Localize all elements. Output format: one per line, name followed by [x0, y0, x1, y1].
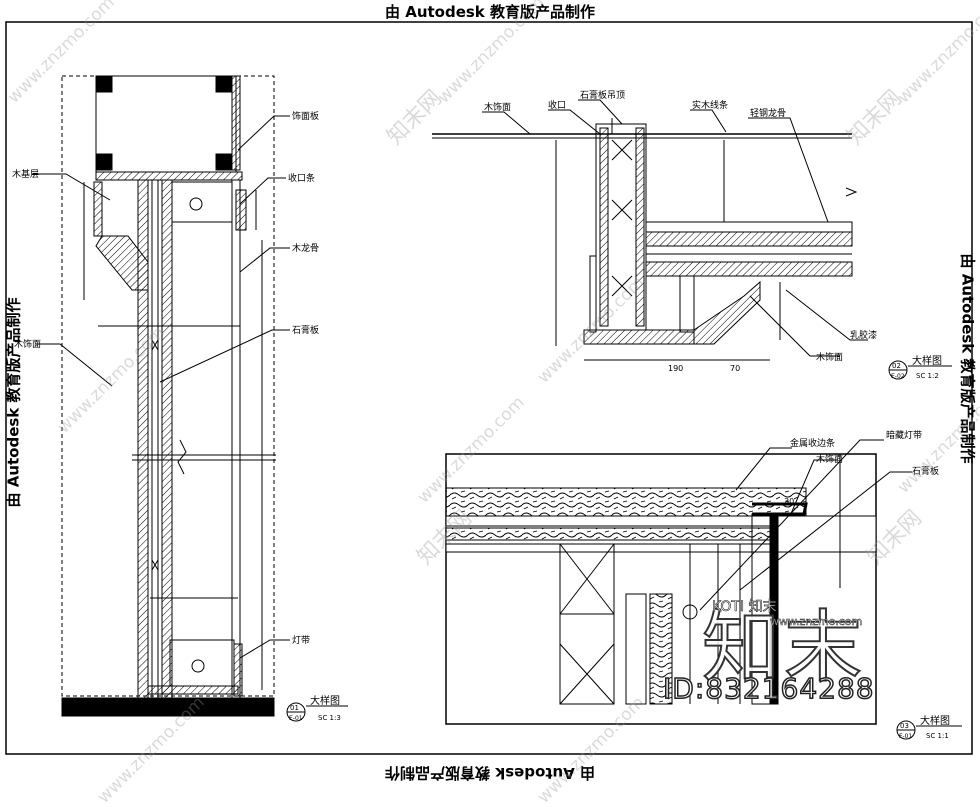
detail-02-title: 02 E-02 大样图 SC 1:2	[888, 354, 952, 380]
svg-text:木饰面: 木饰面	[816, 453, 843, 465]
detail-02-annotations: 木饰面 收口 石膏板吊顶 实木线条 轻钢龙骨 乳胶漆 木饰面 190 70	[484, 89, 877, 373]
svg-text:实木线条: 实木线条	[692, 99, 728, 111]
detail-03-title: 03 F-01 大样图 SC 1:1	[896, 714, 962, 740]
svg-text:木龙骨: 木龙骨	[292, 242, 319, 254]
svg-text:灯带: 灯带	[292, 635, 310, 646]
watermark-logo-url: www.znzmo.com	[770, 615, 863, 629]
watermark-logo-small: KOTI 知末	[712, 599, 777, 616]
d02-dim-right: 70	[730, 364, 740, 373]
detail-02-heading: 大样图	[912, 354, 942, 367]
detail-01-sheet: E-01	[289, 715, 303, 722]
detail-02-scale: SC 1:2	[916, 372, 939, 380]
detail-01-number: 01	[290, 704, 299, 712]
svg-text:木饰面: 木饰面	[14, 338, 41, 350]
detail-03-heading: 大样图	[920, 714, 950, 727]
svg-text:暗藏灯带: 暗藏灯带	[886, 429, 922, 441]
detail-03-number: 03	[900, 722, 909, 730]
detail-03-scale: SC 1:1	[926, 732, 949, 740]
d03-dim-top: 30	[784, 497, 794, 506]
watermark-id: ID:832164288	[662, 671, 875, 706]
svg-text:石膏板吊顶: 石膏板吊顶	[580, 89, 625, 101]
detail-03-section	[445, 439, 912, 725]
detail-02-section	[432, 99, 868, 361]
svg-text:轻钢龙骨: 轻钢龙骨	[750, 107, 786, 119]
autodesk-banner-top: 由 Autodesk 教育版产品制作	[384, 3, 596, 21]
sheet-border	[5, 21, 973, 755]
d02-dim-left: 190	[668, 364, 683, 373]
svg-text:饰面板: 饰面板	[292, 110, 319, 122]
cad-drawing: 饰面板 收口条 木龙骨 石膏板 木饰面 木基层 灯带 01 E-01 大样图 S…	[5, 21, 973, 755]
watermark-logo: 知末	[701, 602, 867, 694]
svg-text:木饰面: 木饰面	[816, 351, 843, 363]
svg-text:金属收边条: 金属收边条	[790, 437, 835, 449]
svg-text:收口条: 收口条	[288, 172, 315, 184]
detail-01-scale: SC 1:3	[318, 714, 341, 722]
detail-02-number: 02	[892, 362, 901, 370]
svg-text:石膏板: 石膏板	[912, 465, 939, 477]
detail-03-sheet: F-01	[899, 733, 912, 740]
svg-text:石膏板: 石膏板	[292, 324, 319, 336]
svg-text:收口: 收口	[548, 99, 566, 111]
svg-text:乳胶漆: 乳胶漆	[850, 329, 877, 341]
svg-text:木饰面: 木饰面	[484, 101, 511, 113]
detail-01-section	[32, 75, 290, 717]
detail-01-heading: 大样图	[310, 694, 340, 707]
detail-03-annotations: 金属收边条 木饰面 暗藏灯带 石膏板 30	[784, 429, 939, 506]
detail-01-annotations: 饰面板 收口条 木龙骨 石膏板 木饰面 木基层 灯带	[12, 110, 319, 646]
svg-text:木基层: 木基层	[12, 168, 39, 180]
detail-02-sheet: E-02	[891, 373, 905, 380]
detail-01-title: 01 E-01 大样图 SC 1:3	[286, 694, 348, 722]
